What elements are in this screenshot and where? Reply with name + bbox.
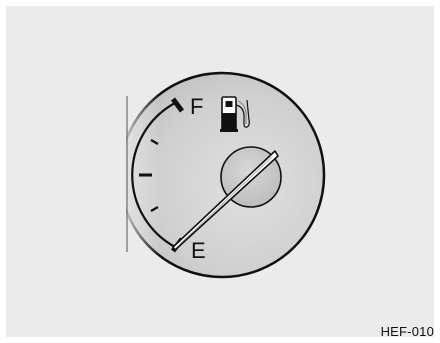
figure-code: HEF-010 [381, 324, 434, 339]
empty-label: E [191, 238, 206, 263]
full-label: F [190, 94, 203, 119]
